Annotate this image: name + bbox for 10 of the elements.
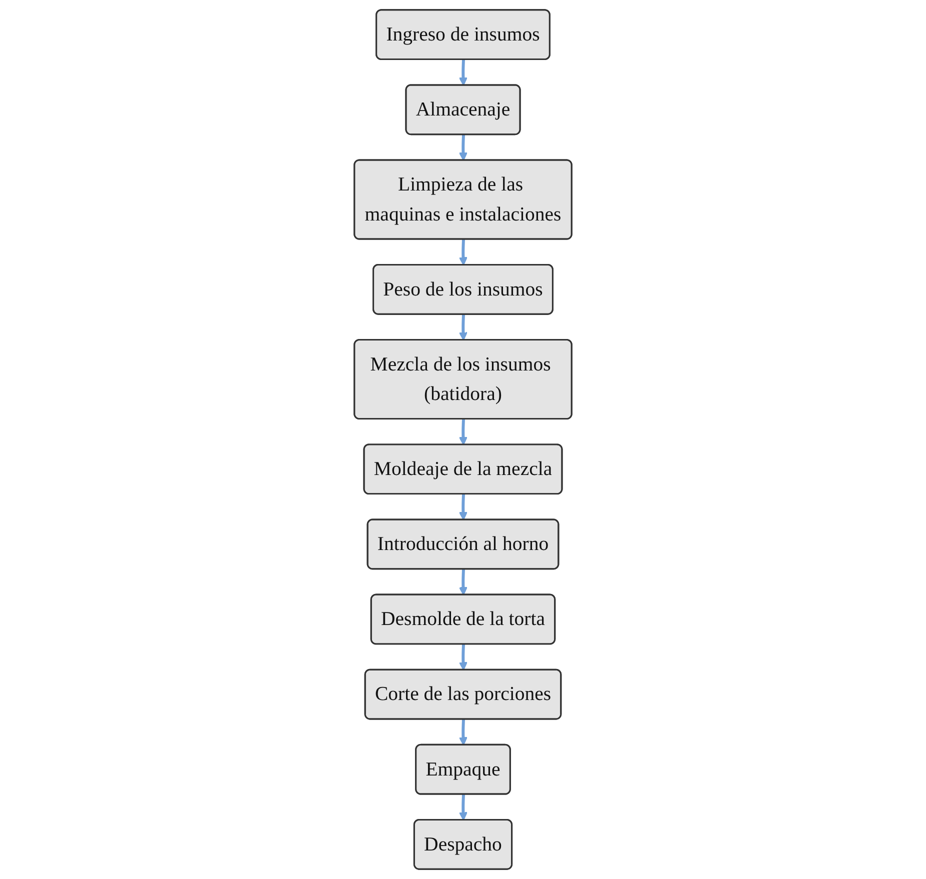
arrow	[458, 419, 468, 446]
arrow	[458, 314, 468, 341]
arrow	[458, 719, 468, 746]
arrow	[458, 644, 468, 670]
arrow	[458, 134, 468, 161]
arrow	[458, 569, 468, 596]
arrow	[458, 794, 468, 821]
arrow	[458, 239, 468, 266]
arrow	[458, 494, 468, 520]
arrow	[458, 60, 468, 86]
